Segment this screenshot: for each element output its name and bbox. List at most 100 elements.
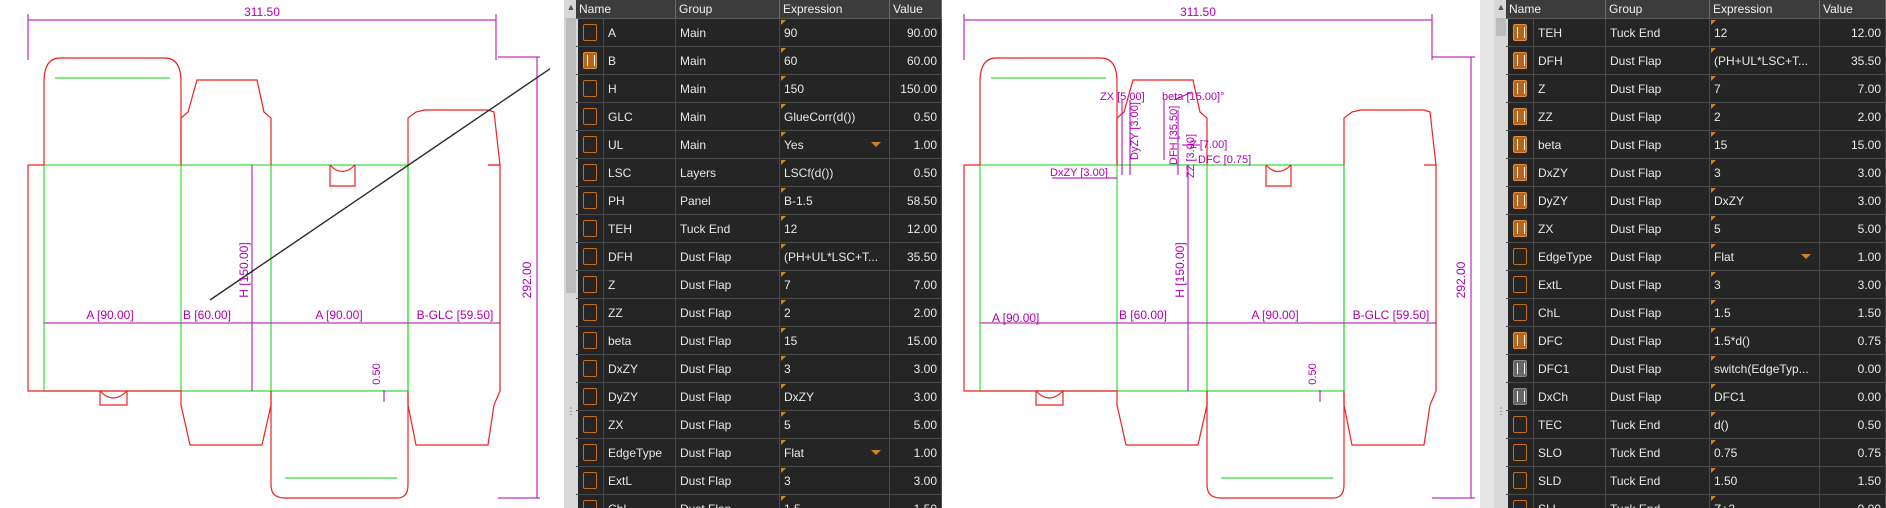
param-toggle[interactable] xyxy=(576,467,604,494)
cell-expr[interactable]: 7 xyxy=(1710,75,1820,102)
scroll-thumb[interactable] xyxy=(566,18,576,293)
param-bracket-icon[interactable] xyxy=(1512,500,1527,508)
grip-icon[interactable]: ⋮ xyxy=(566,406,576,416)
table-row[interactable]: SLLTuck EndZ+29.00 xyxy=(1506,495,1886,508)
param-toggle[interactable] xyxy=(1506,383,1534,410)
column-header-value[interactable]: Value xyxy=(890,0,942,18)
cell-expr[interactable]: 3 xyxy=(780,467,890,494)
param-toggle[interactable] xyxy=(1506,355,1534,382)
cell-expr[interactable]: 0.75 xyxy=(1710,439,1820,466)
param-bracket-icon[interactable] xyxy=(1512,192,1527,209)
param-bracket-icon[interactable] xyxy=(582,164,597,181)
param-bracket-icon[interactable] xyxy=(582,500,597,508)
cell-expr[interactable]: d() xyxy=(1710,411,1820,438)
param-toggle[interactable] xyxy=(1506,411,1534,438)
param-bracket-icon[interactable] xyxy=(582,276,597,293)
param-bracket-icon[interactable] xyxy=(582,388,597,405)
cell-expr[interactable]: (PH+UL*LSC+T... xyxy=(1710,47,1820,74)
param-bracket-icon[interactable] xyxy=(582,360,597,377)
cell-expr[interactable]: 3 xyxy=(1710,159,1820,186)
param-toggle[interactable] xyxy=(576,131,604,158)
param-toggle[interactable] xyxy=(1506,327,1534,354)
cell-expr[interactable]: switch(EdgeTyp... xyxy=(1710,355,1820,382)
cell-expr[interactable]: 150 xyxy=(780,75,890,102)
param-bracket-icon[interactable] xyxy=(1512,444,1527,461)
param-bracket-icon[interactable] xyxy=(582,136,597,153)
column-header-name[interactable]: Name xyxy=(1506,0,1606,18)
param-bracket-icon[interactable] xyxy=(1512,164,1527,181)
param-toggle[interactable] xyxy=(576,271,604,298)
param-toggle[interactable] xyxy=(1506,159,1534,186)
param-bracket-icon[interactable] xyxy=(582,108,597,125)
cell-expr[interactable]: 1.5 xyxy=(780,495,890,508)
cell-expr[interactable]: 1.5*d() xyxy=(1710,327,1820,354)
dropdown-arrow-icon[interactable] xyxy=(871,450,881,455)
cell-expr[interactable]: 3 xyxy=(1710,271,1820,298)
param-toggle[interactable] xyxy=(576,19,604,46)
param-bracket-icon[interactable] xyxy=(582,192,597,209)
cell-expr[interactable]: GlueCorr(d()) xyxy=(780,103,890,130)
cell-expr[interactable]: (PH+UL*LSC+T... xyxy=(780,243,890,270)
param-bracket-icon[interactable] xyxy=(1512,248,1527,265)
column-header-group[interactable]: Group xyxy=(1606,0,1710,18)
param-toggle[interactable] xyxy=(576,215,604,242)
param-bracket-icon[interactable] xyxy=(1512,276,1527,293)
param-toggle[interactable] xyxy=(1506,47,1534,74)
cell-expr[interactable]: 2 xyxy=(780,299,890,326)
param-toggle[interactable] xyxy=(1506,299,1534,326)
cell-expr[interactable]: 5 xyxy=(780,411,890,438)
param-toggle[interactable] xyxy=(1506,19,1534,46)
param-bracket-icon[interactable] xyxy=(582,444,597,461)
param-bracket-icon[interactable] xyxy=(1512,416,1527,433)
param-bracket-icon[interactable] xyxy=(582,416,597,433)
cell-expr[interactable]: DxZY xyxy=(1710,187,1820,214)
grip-icon[interactable]: ⋮ xyxy=(1496,406,1506,416)
param-toggle[interactable] xyxy=(1506,439,1534,466)
param-bracket-icon[interactable] xyxy=(582,472,597,489)
param-bracket-icon[interactable] xyxy=(1512,472,1527,489)
cell-expr[interactable]: 15 xyxy=(780,327,890,354)
dropdown-arrow-icon[interactable] xyxy=(1801,254,1811,259)
param-bracket-icon[interactable] xyxy=(1512,24,1527,41)
cad-viewport-right[interactable]: 311.50 292.00 xyxy=(942,0,1494,508)
column-header-value[interactable]: Value xyxy=(1820,0,1886,18)
param-toggle[interactable] xyxy=(576,103,604,130)
param-toggle[interactable] xyxy=(1506,215,1534,242)
param-bracket-icon[interactable] xyxy=(1512,220,1527,237)
param-bracket-icon[interactable] xyxy=(582,248,597,265)
scroll-up-icon[interactable]: ▲ xyxy=(1496,2,1506,12)
cell-expr[interactable]: 15 xyxy=(1710,131,1820,158)
right-viewport-scrollbar[interactable] xyxy=(1480,0,1494,508)
cell-expr[interactable]: 1.5 xyxy=(1710,299,1820,326)
cell-expr[interactable]: 3 xyxy=(780,355,890,382)
param-toggle[interactable] xyxy=(1506,467,1534,494)
cell-expr[interactable]: Z+2 xyxy=(1710,495,1820,508)
param-toggle[interactable] xyxy=(576,327,604,354)
param-bracket-icon[interactable] xyxy=(1512,360,1527,377)
cell-expr[interactable]: 2 xyxy=(1710,103,1820,130)
cell-expr[interactable]: 5 xyxy=(1710,215,1820,242)
